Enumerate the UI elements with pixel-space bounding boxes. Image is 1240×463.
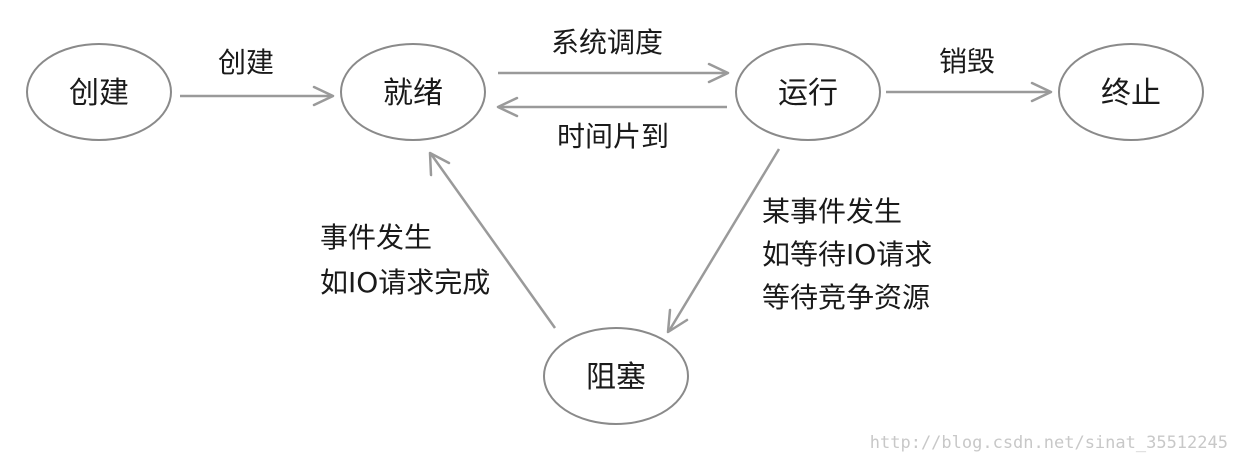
edge-create-to-ready: 创建 bbox=[180, 46, 335, 107]
edge-running-to-blocked-label-line-1: 某事件发生 bbox=[762, 195, 902, 228]
state-running-ellipse bbox=[735, 43, 881, 141]
edge-create-to-ready-arrowhead bbox=[312, 85, 335, 107]
state-blocked-label: 阻塞 bbox=[586, 360, 646, 395]
state-create-ellipse bbox=[26, 43, 172, 141]
state-running: 运行 bbox=[735, 43, 881, 141]
edge-ready-to-running-arrowhead bbox=[707, 62, 730, 84]
edge-running-to-blocked-label-line-3: 等待竞争资源 bbox=[762, 281, 930, 314]
edge-ready-to-running: 系统调度 bbox=[498, 26, 730, 84]
state-create-label: 创建 bbox=[69, 76, 129, 111]
edge-running-to-terminated-label: 销毁 bbox=[939, 45, 995, 78]
edge-blocked-to-ready-label-line-1: 事件发生 bbox=[320, 221, 432, 254]
edge-running-to-terminated-arrowhead bbox=[1030, 81, 1053, 103]
state-terminated-label: 终止 bbox=[1101, 76, 1161, 111]
edge-running-to-blocked-label-line-2: 如等待IO请求 bbox=[762, 238, 932, 271]
state-terminated-ellipse bbox=[1058, 43, 1204, 141]
edge-blocked-to-ready-label-line-2: 如IO请求完成 bbox=[320, 266, 490, 299]
edge-running-to-terminated: 销毁 bbox=[886, 45, 1053, 103]
edge-blocked-to-ready-arrowhead bbox=[428, 151, 451, 177]
edge-blocked-to-ready-line bbox=[429, 153, 557, 329]
state-ready: 就绪 bbox=[340, 43, 486, 141]
edge-blocked-to-ready: 事件发生 如IO请求完成 bbox=[320, 151, 557, 329]
edge-create-to-ready-label: 创建 bbox=[218, 46, 274, 79]
edge-running-to-ready: 时间片到 bbox=[496, 96, 727, 153]
edge-running-to-blocked-arrowhead bbox=[666, 308, 689, 334]
state-blocked-ellipse bbox=[543, 327, 689, 425]
state-create: 创建 bbox=[26, 43, 172, 141]
edge-running-to-ready-arrowhead bbox=[496, 96, 519, 118]
state-blocked: 阻塞 bbox=[543, 327, 689, 425]
state-running-label: 运行 bbox=[778, 76, 838, 111]
watermark-url: http://blog.csdn.net/sinat_35512245 bbox=[870, 433, 1228, 453]
edge-running-to-ready-label: 时间片到 bbox=[557, 120, 669, 153]
edge-ready-to-running-label: 系统调度 bbox=[551, 26, 663, 59]
state-ready-ellipse bbox=[340, 43, 486, 141]
state-terminated: 终止 bbox=[1058, 43, 1204, 141]
edge-running-to-blocked: 某事件发生 如等待IO请求 等待竞争资源 bbox=[666, 148, 932, 334]
edge-running-to-blocked-line bbox=[667, 148, 781, 332]
state-ready-label: 就绪 bbox=[383, 76, 443, 111]
